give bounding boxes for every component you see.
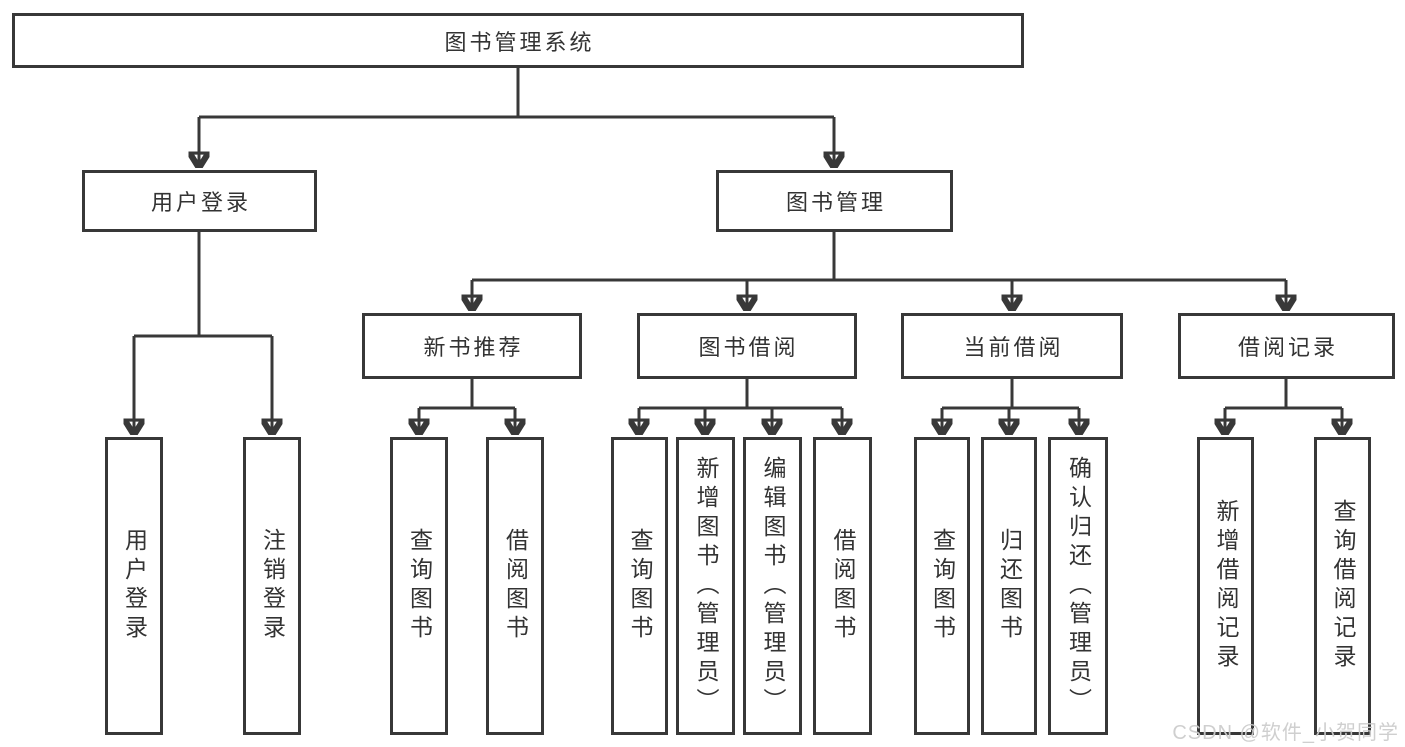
node-label: 查询借阅记录: [1330, 499, 1356, 673]
node-label: 用户登录: [121, 528, 148, 644]
node-label: 借阅图书: [502, 528, 529, 644]
connector-current-borrow-to-leaves: [942, 379, 1079, 435]
connector-root-to-level2: [199, 68, 834, 168]
connector-book-borrow-to-leaves: [639, 379, 842, 435]
node-leaf-borrow-query-book: 查询图书: [611, 437, 668, 735]
node-borrow-record: 借阅记录: [1178, 313, 1395, 379]
node-leaf-borrow-add-book-admin: 新增图书（管理员）: [676, 437, 735, 735]
node-leaf-current-query-book: 查询图书: [914, 437, 970, 735]
node-label: 图书管理: [785, 190, 886, 215]
connector-user-login-to-leaves: [134, 232, 272, 435]
csdn-watermark: CSDN @软件_小贺同学: [1172, 722, 1399, 744]
node-root-system: 图书管理系统: [12, 13, 1024, 68]
node-current-borrow: 当前借阅: [901, 313, 1123, 379]
node-label: 图书借阅: [698, 335, 799, 360]
connector-new-book-rec-to-leaves: [419, 379, 515, 435]
node-book-borrow: 图书借阅: [637, 313, 857, 379]
node-leaf-record-add-record: 新增借阅记录: [1197, 437, 1254, 735]
node-label: 查询图书: [929, 528, 956, 644]
node-label: 图书管理系统: [444, 29, 595, 55]
node-leaf-borrow-borrow-book: 借阅图书: [813, 437, 872, 735]
node-leaf-rec-query-book: 查询图书: [390, 437, 448, 735]
connector-book-mgmt-to-level3: [472, 232, 1286, 311]
node-leaf-current-return-book: 归还图书: [981, 437, 1037, 735]
node-label: 确认归还（管理员）: [1065, 455, 1092, 717]
node-label: 借阅记录: [1237, 335, 1338, 360]
node-label: 查询图书: [406, 528, 433, 644]
node-book-management: 图书管理: [716, 170, 953, 232]
node-label: 当前借阅: [963, 335, 1064, 360]
node-label: 新增借阅记录: [1213, 499, 1239, 673]
node-leaf-current-confirm-return-admin: 确认归还（管理员）: [1048, 437, 1108, 735]
node-leaf-user-login: 用户登录: [105, 437, 163, 735]
node-label: 归还图书: [996, 528, 1023, 644]
node-label: 查询图书: [627, 528, 653, 644]
node-leaf-borrow-edit-book-admin: 编辑图书（管理员）: [743, 437, 802, 735]
connector-borrow-record-to-leaves: [1225, 379, 1342, 435]
node-label: 借阅图书: [830, 528, 856, 644]
node-label: 编辑图书（管理员）: [760, 455, 786, 717]
node-user-login: 用户登录: [82, 170, 317, 232]
node-label: 用户登录: [150, 190, 251, 215]
node-new-book-recommend: 新书推荐: [362, 313, 582, 379]
node-label: 新书推荐: [423, 335, 524, 360]
node-leaf-record-query-record: 查询借阅记录: [1314, 437, 1371, 735]
node-label: 注销登录: [259, 528, 286, 644]
node-label: 新增图书（管理员）: [693, 455, 719, 717]
node-leaf-logout-login: 注销登录: [243, 437, 301, 735]
node-leaf-rec-borrow-book: 借阅图书: [486, 437, 544, 735]
